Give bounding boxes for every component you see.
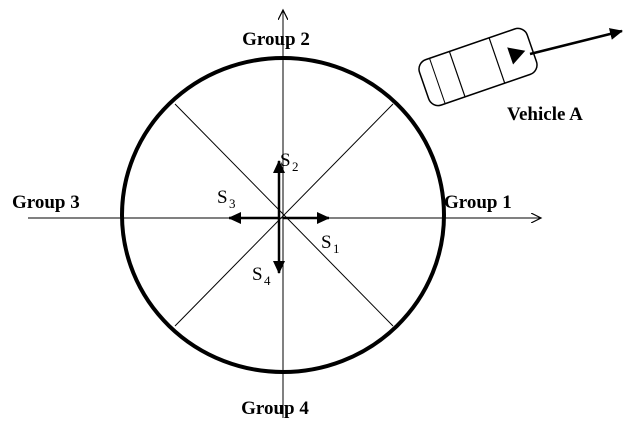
group-2-label: Group 2 bbox=[242, 29, 310, 50]
svg-text:S: S bbox=[217, 187, 228, 208]
s3-label: S 3 bbox=[217, 187, 236, 211]
svg-text:4: 4 bbox=[264, 273, 271, 288]
vehicle-a-label: Vehicle A bbox=[507, 104, 583, 125]
group-1-label: Group 1 bbox=[444, 192, 512, 213]
svg-text:1: 1 bbox=[333, 241, 340, 256]
group-3-label: Group 3 bbox=[12, 192, 80, 213]
vehicle-a-heading-arrow bbox=[530, 31, 622, 54]
s1-label: S 1 bbox=[321, 232, 340, 256]
vehicle-a-icon bbox=[416, 26, 539, 108]
svg-text:S: S bbox=[321, 232, 332, 253]
s2-label: S 2 bbox=[280, 150, 299, 174]
svg-text:S: S bbox=[280, 150, 291, 171]
svg-text:S: S bbox=[252, 264, 263, 285]
svg-text:3: 3 bbox=[229, 196, 236, 211]
group-4-label: Group 4 bbox=[241, 398, 309, 419]
s4-label: S 4 bbox=[252, 264, 271, 288]
svg-text:2: 2 bbox=[292, 159, 299, 174]
